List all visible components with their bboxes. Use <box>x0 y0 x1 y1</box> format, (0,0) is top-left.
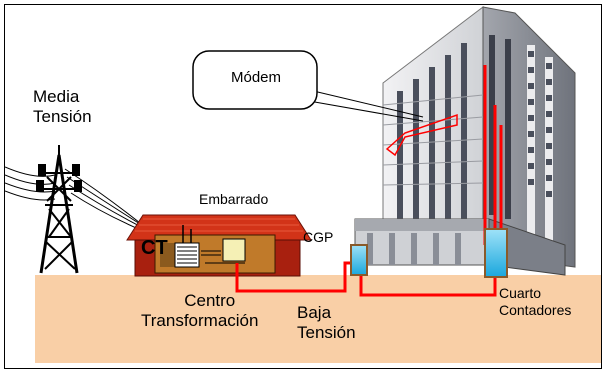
modem-callout <box>192 50 424 122</box>
transformation-center-label: Centro Transformación <box>141 291 259 331</box>
meter-room-label: Cuarto Contadores <box>499 285 572 318</box>
diagram-svg <box>5 5 601 363</box>
medium-voltage-label: Media Tensión <box>33 87 92 127</box>
transformation-center-house <box>126 214 312 277</box>
cgp-label: CGP <box>303 229 334 245</box>
building <box>354 5 576 276</box>
modem-link-lines <box>385 113 458 157</box>
busbar-label: Embarrado <box>199 191 269 207</box>
ct-label: CT <box>141 237 168 259</box>
low-voltage-cabling <box>235 65 503 297</box>
meter-room-box <box>484 228 508 278</box>
cgp-box <box>350 244 368 276</box>
power-tower <box>36 145 82 274</box>
low-voltage-label: Baja Tensión <box>297 303 356 343</box>
diagram-frame: Media Tensión Módem Embarrado CT CGP Cen… <box>4 4 602 369</box>
modem-label: Módem <box>231 69 282 86</box>
